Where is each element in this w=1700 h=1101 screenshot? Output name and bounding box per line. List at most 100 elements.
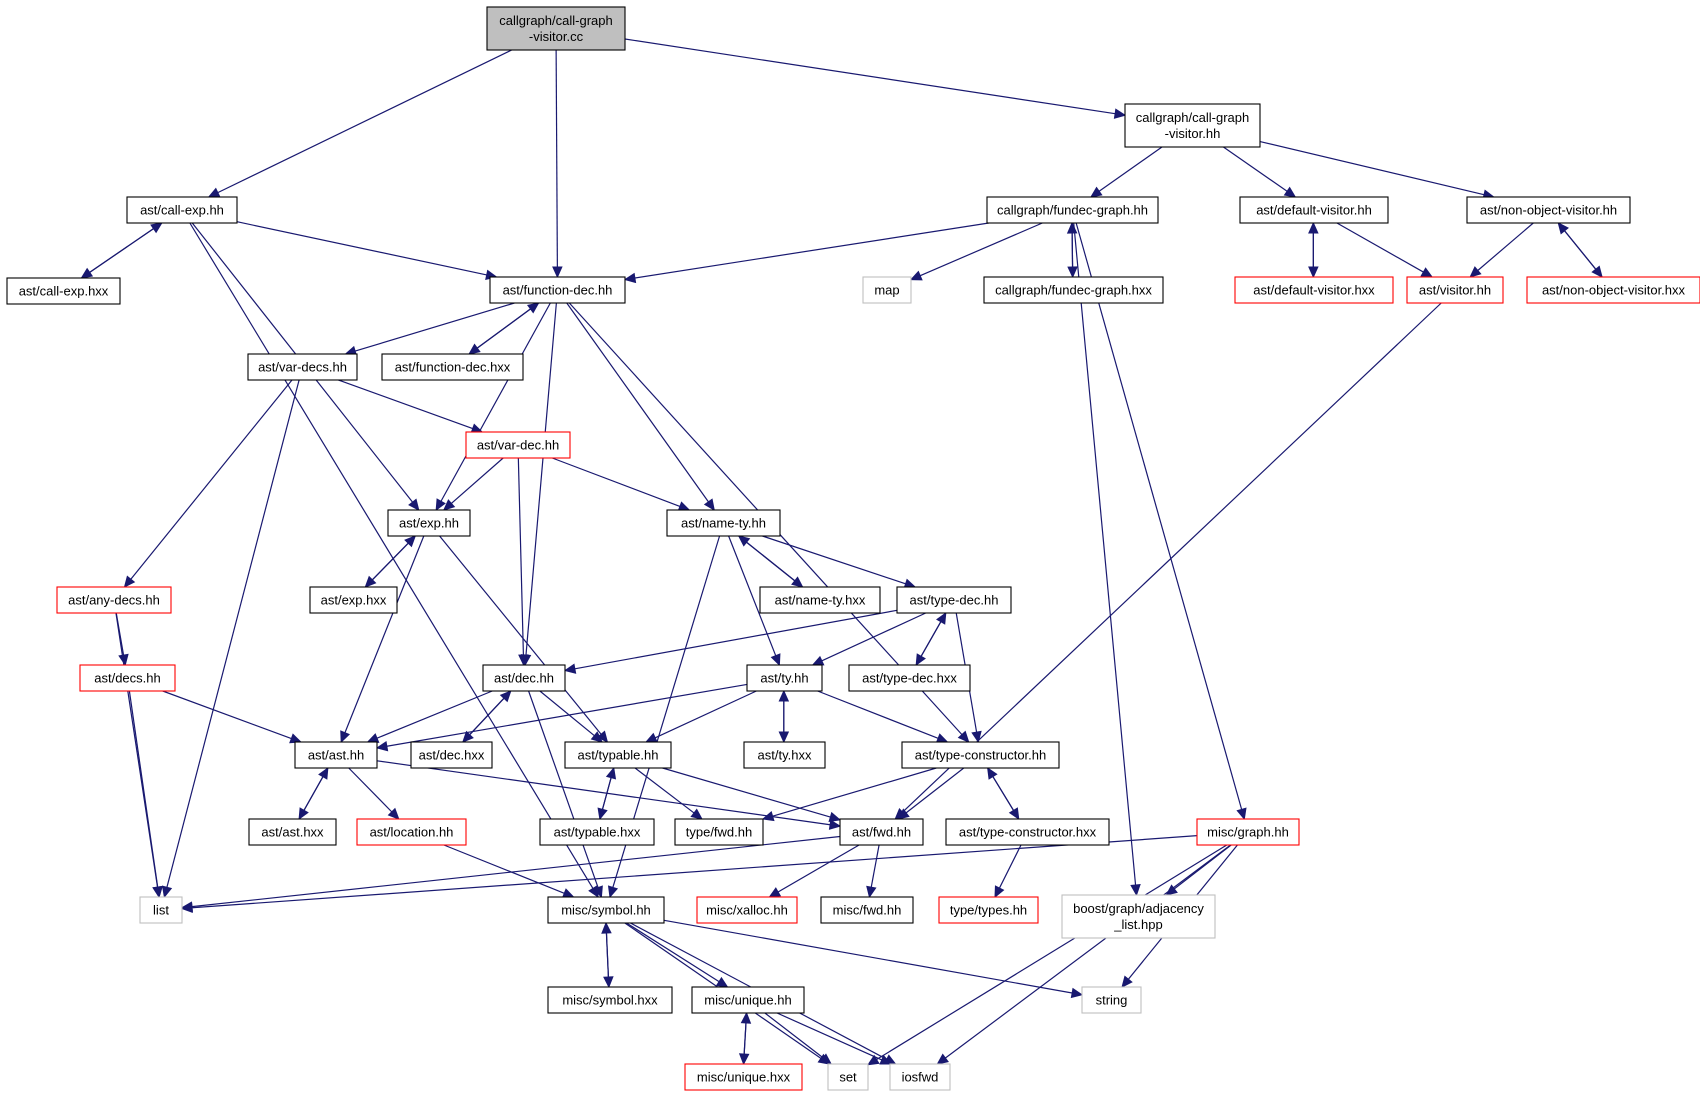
- node-label: callgraph/call-graph: [1136, 110, 1249, 125]
- arrowhead-type_constructor_hh-to-type_fwd_hh: [761, 811, 775, 822]
- arrowhead-function_dec_hh-to-type_constructor_hh: [957, 730, 970, 743]
- node-set[interactable]: set: [827, 1063, 869, 1091]
- node-any_decs_hh[interactable]: ast/any-decs.hh: [56, 586, 172, 614]
- node-box: [1234, 276, 1394, 304]
- node-label: ast/ast.hh: [308, 748, 364, 763]
- node-dec_hh[interactable]: ast/dec.hh: [482, 664, 566, 692]
- node-call_exp_hh[interactable]: ast/call-exp.hh: [126, 196, 238, 224]
- node-name_ty_hh[interactable]: ast/name-ty.hh: [666, 509, 781, 537]
- edge-fundec_graph_hh-to-map: [919, 222, 1043, 277]
- node-fundec_graph_hxx[interactable]: callgraph/fundec-graph.hxx: [983, 276, 1164, 304]
- edge-root-to-cgv_hh: [624, 38, 1116, 115]
- node-call_exp_hxx[interactable]: ast/call-exp.hxx: [6, 277, 121, 305]
- node-fundec_graph_hh[interactable]: callgraph/fundec-graph.hh: [986, 196, 1159, 224]
- node-box: [247, 353, 358, 381]
- edge-ty_hh-to-ast_hh: [386, 683, 748, 747]
- node-dec_hxx[interactable]: ast/dec.hxx: [410, 741, 493, 769]
- arrowhead-type_dec_hxx-to-type_dec_hh: [936, 611, 947, 625]
- node-box: [309, 586, 398, 614]
- node-box: [820, 896, 914, 924]
- node-ast_hh[interactable]: ast/ast.hh: [294, 741, 378, 769]
- edge-misc_unique_hh-to-iosfwd: [776, 1012, 883, 1061]
- node-default_visitor_hh[interactable]: ast/default-visitor.hh: [1239, 196, 1389, 224]
- node-type_fwd_hh[interactable]: type/fwd.hh: [674, 818, 764, 846]
- edge-typable_hh-to-type_fwd_hh: [634, 767, 695, 814]
- node-box: [6, 277, 121, 305]
- node-type_types_hh[interactable]: type/types.hh: [938, 896, 1039, 924]
- arrowhead-exp_hh-to-typable_hh: [596, 730, 609, 743]
- node-ty_hh[interactable]: ast/ty.hh: [746, 664, 823, 692]
- arrowhead-fundec_graph_hh-to-boost_adjacency: [1130, 884, 1141, 897]
- node-type_dec_hh[interactable]: ast/type-dec.hh: [896, 586, 1012, 614]
- arrowhead-ast_hxx-to-ast_hh: [318, 766, 329, 780]
- node-list[interactable]: list: [139, 896, 183, 924]
- arrowhead-fundec_graph_hxx-to-fundec_graph_hh: [1066, 221, 1078, 234]
- node-cgv_hh[interactable]: callgraph/call-graph-visitor.hh: [1124, 103, 1261, 148]
- edge-non_object_visitor_hxx-to-non_object_visitor_hh: [1564, 230, 1603, 278]
- edge-location_hh-to-misc_symbol_hh: [443, 844, 565, 894]
- node-root[interactable]: callgraph/call-graph-visitor.cc: [486, 6, 626, 51]
- arrowhead-var_decs_hh-to-any_decs_hh: [123, 575, 136, 588]
- arrowhead-location_hh-to-misc_symbol_hh: [561, 888, 575, 898]
- node-ast_fwd_hh[interactable]: ast/fwd.hh: [839, 818, 924, 846]
- node-exp_hxx[interactable]: ast/exp.hxx: [309, 586, 398, 614]
- node-type_constructor_hxx[interactable]: ast/type-constructor.hxx: [945, 818, 1110, 846]
- node-default_visitor_hxx[interactable]: ast/default-visitor.hxx: [1234, 276, 1394, 304]
- edge-ast_hxx-to-ast_hh: [298, 776, 324, 820]
- edge-misc_graph_hh-to-list: [191, 835, 1198, 909]
- node-type_constructor_hh[interactable]: ast/type-constructor.hh: [901, 741, 1060, 769]
- arrowhead-misc_graph_hh-to-list: [180, 902, 193, 914]
- edge-fundec_graph_hh-to-function_dec_hh: [634, 222, 989, 279]
- edge-exp_hh-to-ast_hh: [344, 535, 425, 733]
- node-visitor_hh[interactable]: ast/visitor.hh: [1406, 276, 1504, 304]
- node-ty_hxx[interactable]: ast/ty.hxx: [743, 741, 826, 769]
- arrowhead-misc_unique_hxx-to-misc_unique_hh: [740, 1011, 752, 1024]
- node-function_dec_hh[interactable]: ast/function-dec.hh: [489, 276, 626, 304]
- edge-decs_hh-to-list: [128, 690, 159, 888]
- node-box: [1081, 986, 1142, 1014]
- node-misc_symbol_hxx[interactable]: misc/symbol.hxx: [547, 986, 673, 1014]
- node-typable_hxx[interactable]: ast/typable.hxx: [539, 818, 655, 846]
- node-misc_unique_hxx[interactable]: misc/unique.hxx: [684, 1063, 803, 1091]
- node-type_dec_hxx[interactable]: ast/type-dec.hxx: [848, 664, 971, 692]
- node-var_dec_hh[interactable]: ast/var-dec.hh: [465, 431, 571, 459]
- node-label: ast/non-object-visitor.hxx: [1542, 283, 1686, 298]
- edge-root-to-call_exp_hh: [217, 49, 512, 194]
- node-box: [387, 509, 471, 537]
- node-label: callgraph/call-graph: [499, 13, 612, 28]
- node-misc_fwd_hh[interactable]: misc/fwd.hh: [820, 896, 914, 924]
- node-misc_symbol_hh[interactable]: misc/symbol.hh: [547, 896, 665, 924]
- edge-function_dec_hh-to-dec_hh: [525, 302, 557, 656]
- edge-type_constructor_hxx-to-type_types_hh: [998, 844, 1022, 889]
- node-misc_xalloc_hh[interactable]: misc/xalloc.hh: [696, 896, 798, 924]
- node-label: ast/any-decs.hh: [68, 593, 160, 608]
- node-label: ast/ty.hh: [760, 671, 808, 686]
- node-misc_unique_hh[interactable]: misc/unique.hh: [691, 986, 805, 1014]
- node-typable_hh[interactable]: ast/typable.hh: [564, 741, 672, 769]
- arrowhead-ast_fwd_hh-to-misc_fwd_hh: [866, 885, 877, 899]
- edge-name_ty_hh-to-ty_hh: [728, 535, 777, 656]
- edge-type_dec_hxx-to-type_dec_hh: [915, 621, 942, 666]
- node-ast_hxx[interactable]: ast/ast.hxx: [248, 818, 337, 846]
- edge-exp_hh-to-typable_hh: [439, 535, 602, 735]
- node-decs_hh[interactable]: ast/decs.hh: [79, 664, 176, 692]
- node-non_object_visitor_hxx[interactable]: ast/non-object-visitor.hxx: [1526, 276, 1700, 304]
- node-iosfwd[interactable]: iosfwd: [889, 1063, 951, 1091]
- arrowhead-fundec_graph_hh-to-function_dec_hh: [623, 272, 637, 284]
- arrowhead-misc_unique_hh-to-iosfwd: [879, 1054, 893, 1065]
- node-box: [1239, 196, 1389, 224]
- node-string[interactable]: string: [1081, 986, 1142, 1014]
- edge-fundec_graph_hh-to-misc_graph_hh: [1075, 222, 1243, 810]
- node-name_ty_hxx[interactable]: ast/name-ty.hxx: [759, 586, 881, 614]
- node-non_object_visitor_hh[interactable]: ast/non-object-visitor.hh: [1466, 196, 1631, 224]
- node-location_hh[interactable]: ast/location.hh: [356, 818, 467, 846]
- arrowhead-non_object_visitor_hxx-to-non_object_visitor_hh: [1557, 222, 1569, 235]
- node-box: [381, 353, 524, 381]
- edge-type_constructor_hxx-to-type_constructor_hh: [992, 776, 1020, 820]
- node-misc_graph_hh[interactable]: misc/graph.hh: [1196, 818, 1300, 846]
- node-var_decs_hh[interactable]: ast/var-decs.hh: [247, 353, 358, 381]
- node-exp_hh[interactable]: ast/exp.hh: [387, 509, 471, 537]
- node-boost_adjacency[interactable]: boost/graph/adjacency_list.hpp: [1061, 894, 1216, 939]
- node-map[interactable]: map: [862, 276, 912, 304]
- node-function_dec_hxx[interactable]: ast/function-dec.hxx: [381, 353, 524, 381]
